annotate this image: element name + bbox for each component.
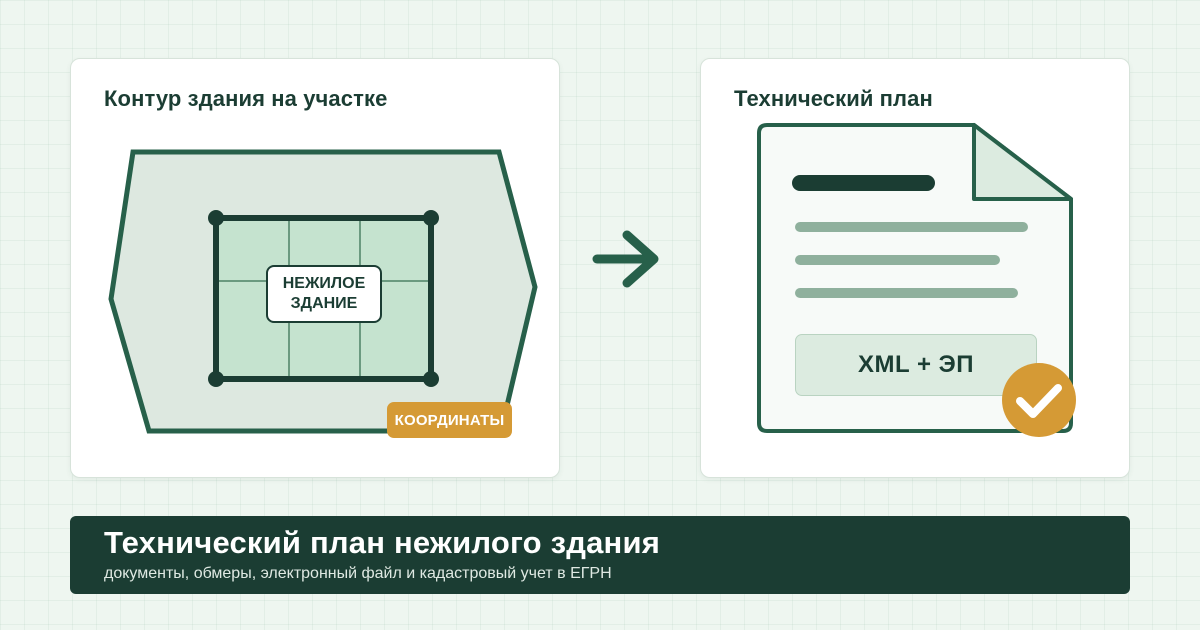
card-title: Технический план <box>734 86 933 111</box>
document-text-lines <box>795 222 1028 298</box>
corner-points <box>208 210 439 387</box>
corner-point <box>208 371 224 387</box>
corner-point <box>423 210 439 226</box>
page-subtitle: документы, обмеры, электронный файл и ка… <box>104 565 612 582</box>
format-label-box: XML + ЭП <box>795 334 1037 396</box>
site-contour-card: Контур здания на участке НЕЖИЛОЕ ЗДАНИЕ … <box>70 58 560 478</box>
check-icon <box>1002 363 1076 437</box>
title-banner: Технический план нежилого здания докумен… <box>70 516 1130 594</box>
building-label: НЕЖИЛОЕ ЗДАНИЕ <box>266 265 382 323</box>
technical-plan-card: Технический план XML + ЭП <box>700 58 1130 478</box>
document-fold <box>972 123 1073 201</box>
corner-point <box>423 371 439 387</box>
arrow-right-icon <box>592 230 659 288</box>
card-title: Контур здания на участке <box>104 86 388 111</box>
corner-point <box>208 210 224 226</box>
page-title: Технический план нежилого здания <box>104 525 661 560</box>
coordinates-badge: КООРДИНАТЫ <box>387 402 512 438</box>
